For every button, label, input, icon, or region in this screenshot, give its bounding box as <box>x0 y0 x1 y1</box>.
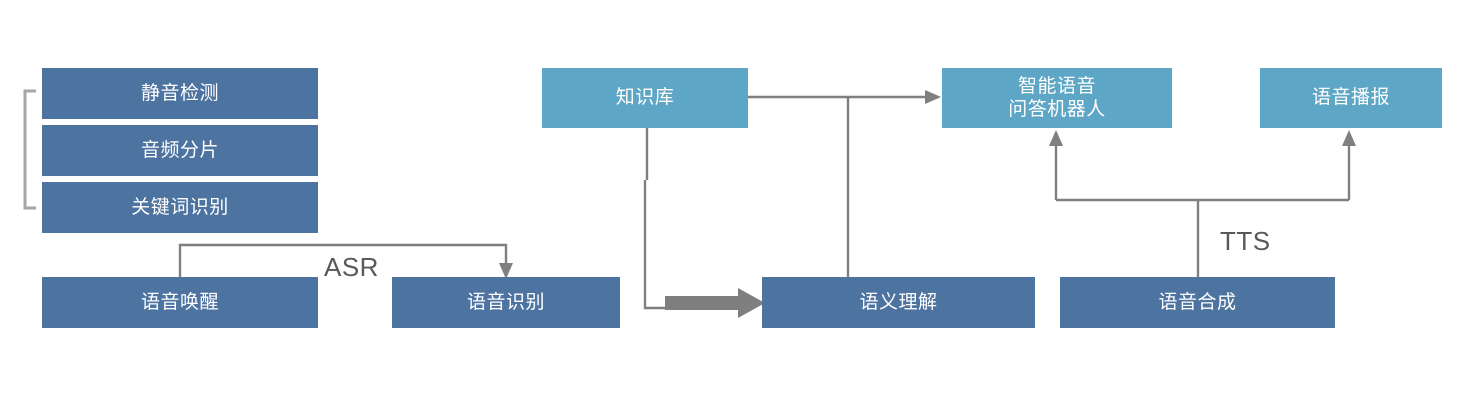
node-audio-segmentation[interactable]: 音频分片 <box>42 125 318 176</box>
node-silence-detection[interactable]: 静音检测 <box>42 68 318 119</box>
node-semantic-understanding[interactable]: 语义理解 <box>762 277 1035 328</box>
preprocessing-bracket-shape <box>23 89 36 210</box>
edge-label-asr: ASR <box>324 252 379 282</box>
node-qa-robot[interactable]: 智能语音 问答机器人 <box>942 68 1172 128</box>
block-arrow-recognition-to-semantic <box>665 288 765 318</box>
arrowhead-robot-from-tts <box>1049 130 1063 146</box>
node-speech-recognition[interactable]: 语音识别 <box>392 277 620 328</box>
node-speech-synthesis[interactable]: 语音合成 <box>1060 277 1335 328</box>
arrowhead-robot-from-kb <box>925 90 941 104</box>
edge-label-tts: TTS <box>1220 226 1271 256</box>
wire-kb-to-semantic <box>643 128 668 310</box>
node-knowledge-base[interactable]: 知识库 <box>542 68 748 128</box>
arrowhead-broadcast <box>1342 130 1356 146</box>
node-voice-broadcast[interactable]: 语音播报 <box>1260 68 1442 128</box>
node-keyword-spotting[interactable]: 关键词识别 <box>42 182 318 233</box>
node-voice-wakeup[interactable]: 语音唤醒 <box>42 277 318 328</box>
